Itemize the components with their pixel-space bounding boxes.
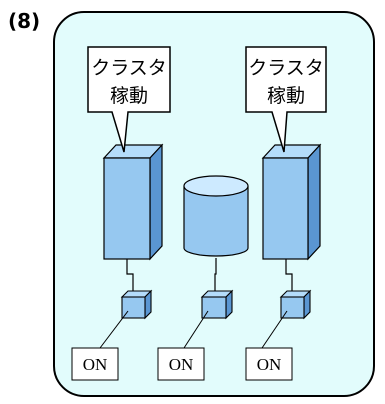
cable-right — [285, 259, 293, 292]
server-left — [102, 143, 164, 261]
server-right — [261, 143, 322, 261]
on-label-left: ON — [71, 347, 119, 381]
on-label-right: ON — [245, 347, 293, 381]
cable-center — [214, 258, 217, 292]
shared-storage — [183, 175, 249, 257]
on-label-center: ON — [157, 347, 205, 381]
callout-right-line1: クラスタ — [248, 57, 324, 79]
switch-right — [279, 289, 312, 320]
callout-left: クラスタ 稼動 — [87, 46, 171, 153]
leader-left — [99, 310, 129, 349]
on-label-left-text: ON — [83, 355, 108, 374]
callout-right-line2: 稼動 — [267, 85, 305, 107]
figure-label: (8) — [8, 9, 40, 33]
callout-left-line1: クラスタ — [91, 57, 167, 79]
switch-center — [200, 289, 234, 320]
callout-left-line2: 稼動 — [110, 85, 148, 107]
cable-left — [126, 259, 134, 292]
on-label-center-text: ON — [169, 355, 194, 374]
callout-right: クラスタ 稼動 — [245, 46, 327, 153]
switch-left — [120, 289, 153, 320]
on-label-right-text: ON — [257, 355, 282, 374]
leader-center — [183, 310, 209, 349]
leader-right — [261, 310, 288, 349]
